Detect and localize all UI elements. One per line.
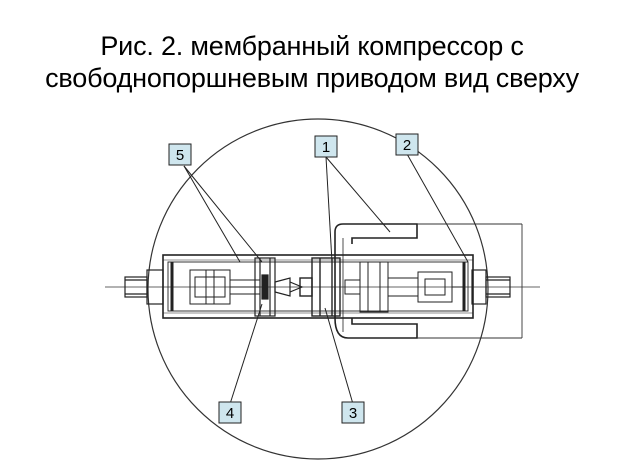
callout-5-label: 5 (176, 147, 184, 164)
right-fitting (471, 269, 511, 305)
center-plate (299, 257, 341, 317)
callout-3-label: 3 (349, 405, 357, 422)
callout-4-label: 4 (226, 405, 234, 422)
dimension-frame (417, 223, 523, 339)
callout-2: 2 (395, 133, 419, 156)
cylinder-body (162, 254, 474, 319)
callout-1: 1 (314, 135, 338, 158)
right-chamber (344, 261, 464, 313)
callout-3: 3 (341, 401, 365, 424)
figure-title-line-1: Рис. 2. мембранный компрессор с (100, 31, 524, 61)
callout-5: 5 (168, 143, 192, 166)
leader-lines (183, 153, 469, 405)
callout-4: 4 (218, 401, 242, 424)
callout-1-label: 1 (322, 139, 330, 156)
callout-2-label: 2 (403, 137, 411, 154)
figure-title-line-2: свободнопоршневым приводом вид сверху (45, 63, 579, 93)
mounting-bracket (334, 223, 418, 339)
left-diaphragm (254, 257, 304, 317)
housing-circle (147, 118, 489, 460)
